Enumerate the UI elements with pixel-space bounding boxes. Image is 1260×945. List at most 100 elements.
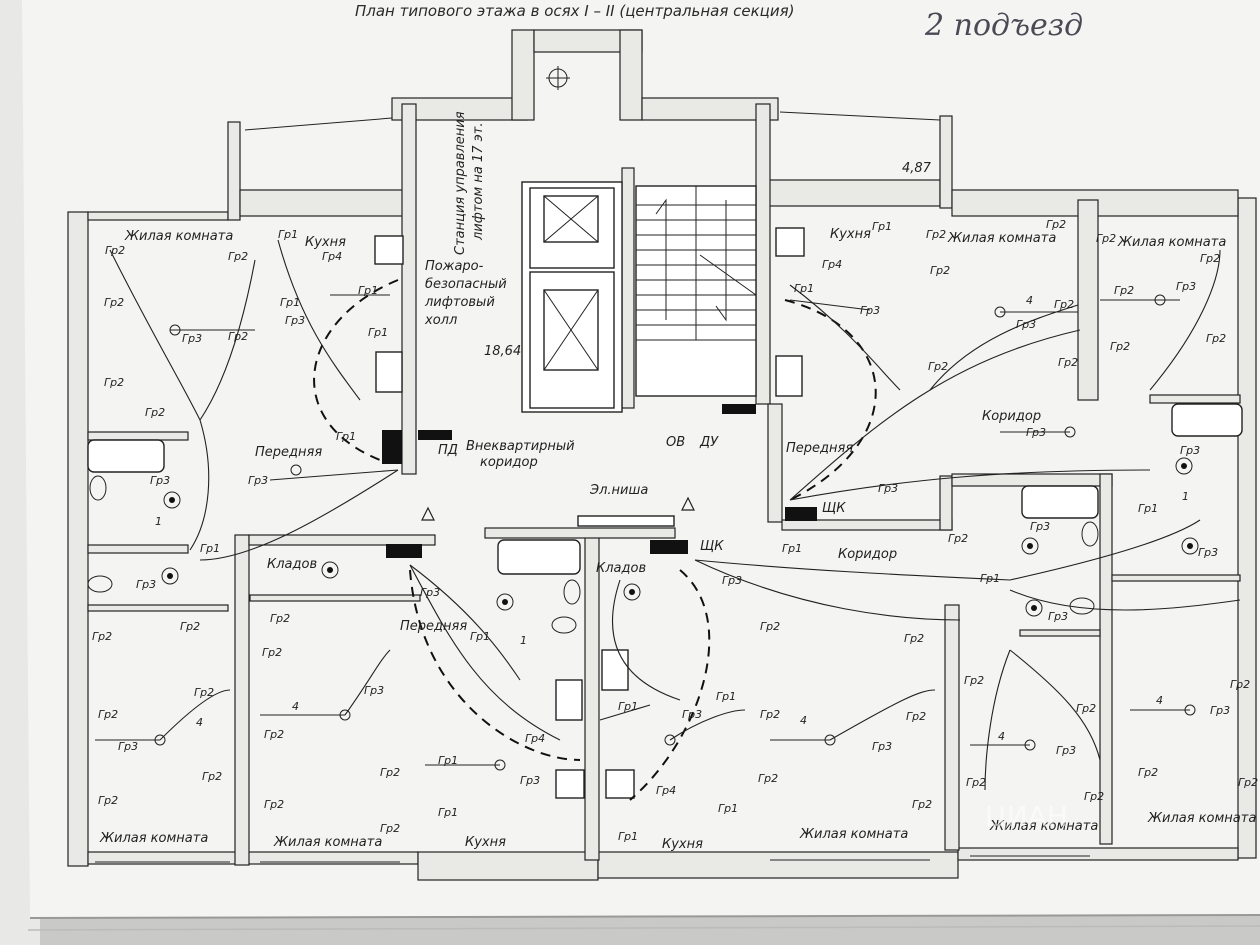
room-label: Пожаро- [425, 259, 484, 274]
room-label: безопасный [425, 277, 507, 292]
mark-du: ДУ [699, 435, 719, 450]
circuit-label: Гр2 [926, 228, 946, 241]
circuit-label: 4 [292, 700, 299, 713]
staircase [546, 66, 757, 397]
circuit-label: Гр2 [1058, 356, 1078, 369]
room-label: лифтовый [424, 295, 495, 310]
circuit-label: Гр3 [1176, 280, 1196, 293]
circuit-label: Гр2 [380, 766, 400, 779]
room-label: Передняя [255, 445, 322, 460]
room-label: Коридор [838, 547, 897, 562]
circuit-label: Гр3 [1026, 426, 1046, 439]
room-label: Жилая комната [799, 827, 908, 842]
circuit-label: Гр2 [1096, 232, 1116, 245]
drawing-title: План типового этажа в осях I – II (центр… [355, 2, 795, 20]
circuit-label: Гр2 [202, 770, 222, 783]
circuit-label: Гр4 [656, 784, 676, 797]
circuit-label: 4 [1156, 694, 1163, 707]
circuit-label: Гр1 [618, 700, 638, 713]
equipment-marks: ПД ОВ ДУ ЩК ЩК [421, 435, 846, 554]
room-label: Передняя [786, 441, 853, 456]
circuit-label: Гр2 [904, 632, 924, 645]
room-label: Жилая комната [273, 835, 382, 850]
room-label: Кухня [830, 227, 871, 242]
mark-ov: ОВ [666, 435, 685, 450]
circuit-label: Гр3 [150, 474, 170, 487]
circuit-label: Гр2 [964, 674, 984, 687]
windows [95, 111, 1090, 863]
inner-walls [87, 103, 1241, 866]
circuit-label: 1 [520, 634, 527, 647]
circuit-label: Гр3 [248, 474, 268, 487]
circuit-label: Гр3 [118, 740, 138, 753]
circuit-label: Гр1 [368, 326, 388, 339]
dashed-routes [313, 279, 877, 801]
room-label: Жилая комната [99, 831, 208, 846]
room-label: Коридор [982, 409, 1041, 424]
handwritten-note: 2 подъезд [924, 8, 1083, 43]
circuit-label: Гр2 [966, 776, 986, 789]
mark-pd: ПД [438, 443, 458, 458]
circuit-label: 1 [155, 515, 162, 528]
circuit-label: Гр2 [1114, 284, 1134, 297]
circuit-label: Гр3 [1056, 744, 1076, 757]
circuit-label: Гр2 [760, 620, 780, 633]
mark-shk: ЩК [700, 539, 724, 554]
sockets-lamps [154, 294, 1199, 771]
circuit-label: Гр2 [104, 296, 124, 309]
circuit-label: Гр3 [860, 304, 880, 317]
circuit-label: Гр2 [98, 708, 118, 721]
circuit-label: Гр4 [322, 250, 342, 263]
circuit-label: Гр2 [760, 708, 780, 721]
room-label: холл [424, 313, 457, 328]
circuit-label: Гр2 [928, 360, 948, 373]
circuit-label: Гр1 [336, 430, 356, 443]
circuit-label: Гр3 [1198, 546, 1218, 559]
circuit-label: Гр2 [264, 798, 284, 811]
lift-shafts [521, 181, 623, 413]
circuit-label: Гр2 [1054, 298, 1074, 311]
circuit-label: 4 [1026, 294, 1033, 307]
circuit-label: Гр4 [525, 732, 545, 745]
circuit-label: Гр2 [264, 728, 284, 741]
room-label: коридор [480, 455, 538, 470]
circuit-label: Гр2 [98, 794, 118, 807]
area-lift-hall: 18,64 [484, 344, 521, 359]
circuit-label: Гр2 [105, 244, 125, 257]
circuit-label: Гр2 [228, 250, 248, 263]
circuit-label: Гр2 [270, 612, 290, 625]
circuit-label: Гр1 [718, 802, 738, 815]
room-label: Кухня [305, 235, 346, 250]
circuit-label: Гр3 [1180, 444, 1200, 457]
circuit-label: Гр2 [1206, 332, 1226, 345]
circuit-label: Гр2 [948, 532, 968, 545]
circuit-label: Гр3 [364, 684, 384, 697]
circuit-label: Гр3 [1030, 520, 1050, 533]
circuit-label: Гр1 [618, 830, 638, 843]
room-label: Станция управления [453, 111, 468, 255]
circuit-label: Гр2 [228, 330, 248, 343]
circuit-label: Гр2 [380, 822, 400, 835]
circuit-label: Гр2 [906, 710, 926, 723]
room-label: Жилая комната [989, 819, 1098, 834]
circuit-label: Гр2 [1138, 766, 1158, 779]
circuit-labels: Гр2 Гр2 Гр3 Гр2 Гр2 Гр2 Гр2 Гр1 Гр4 Гр1 … [92, 218, 1258, 843]
circuit-label: Гр1 [470, 630, 490, 643]
bathroom-fixtures [87, 227, 1243, 799]
circuit-label: Гр3 [682, 708, 702, 721]
circuit-label: Гр1 [438, 806, 458, 819]
circuit-label: Гр2 [92, 630, 112, 643]
circuit-label: Гр2 [104, 376, 124, 389]
circuit-label: Гр2 [1230, 678, 1250, 691]
circuit-label: Гр3 [136, 578, 156, 591]
room-label: Кладов [596, 561, 646, 576]
circuit-label: Гр2 [1200, 252, 1220, 265]
circuit-label: Гр1 [438, 754, 458, 767]
circuit-label: Гр3 [1048, 610, 1068, 623]
circuit-label: Гр3 [1210, 704, 1230, 717]
circuit-label: Гр1 [980, 572, 1000, 585]
room-label: Кладов [267, 557, 317, 572]
circuit-label: Гр3 [1016, 318, 1036, 331]
circuit-label: Гр2 [194, 686, 214, 699]
